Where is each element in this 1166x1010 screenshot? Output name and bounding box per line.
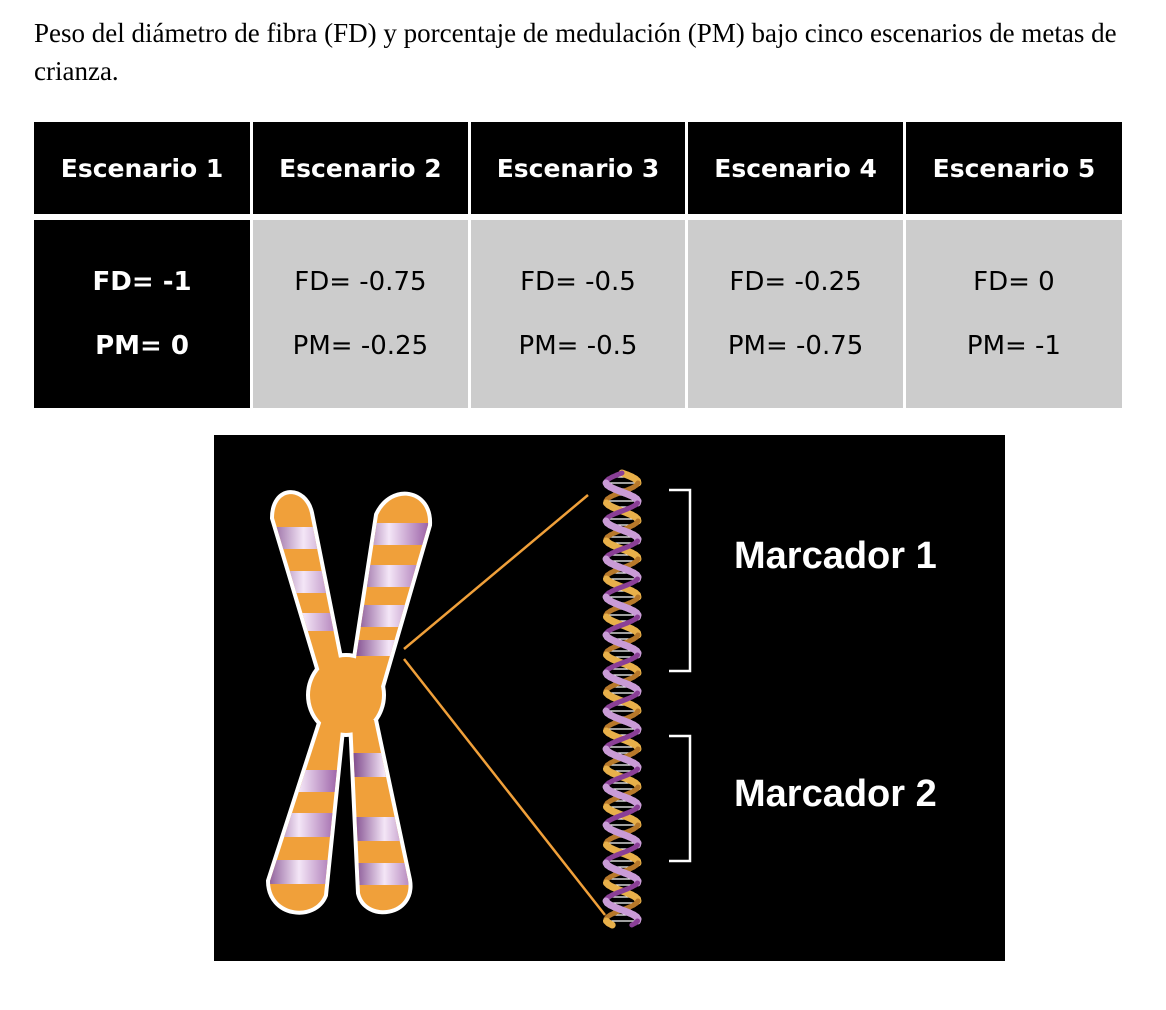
chromosome-icon (265, 490, 433, 915)
marker-2-label: Marcador 2 (734, 773, 937, 815)
marker-1-label: Marcador 1 (734, 535, 937, 577)
cell-scenario-4: FD= -0.25 PM= -0.75 (686, 217, 906, 408)
figure-caption: Peso del diámetro de fibra (FD) y porcen… (34, 18, 1117, 86)
dna-helix-icon (602, 469, 642, 929)
bracket-marker-2 (669, 734, 692, 863)
header-scenario-1: Escenario 1 (34, 122, 254, 220)
cell-scenario-2: FD= -0.75 PM= -0.25 (251, 217, 471, 408)
marker-figure: Marcador 1 Marcador 2 (214, 435, 1005, 961)
fd-value: FD= -0.75 (294, 267, 427, 297)
pm-value: PM= -0.25 (292, 331, 429, 361)
cell-scenario-1: FD= -1 PM= 0 (34, 217, 254, 408)
fd-value: FD= -1 (92, 267, 192, 297)
header-scenario-5: Escenario 5 (904, 122, 1122, 220)
cell-scenario-3: FD= -0.5 PM= -0.5 (469, 217, 689, 408)
bracket-marker-1 (669, 488, 692, 673)
chromosome-dna-illustration (265, 469, 692, 929)
dna-strand-purple (629, 920, 638, 928)
pm-value: PM= -1 (966, 331, 1061, 361)
fd-value: FD= 0 (973, 267, 1055, 297)
table-row: FD= -1 PM= 0 FD= -0.75 PM= -0.25 FD= -0.… (34, 217, 1122, 408)
scenario-table: Escenario 1 Escenario 2 Escenario 3 Esce… (34, 122, 1122, 408)
pm-value: PM= 0 (95, 331, 189, 361)
dna-strand-orange (605, 919, 616, 929)
header-scenario-2: Escenario 2 (251, 122, 471, 220)
header-scenario-4: Escenario 4 (686, 122, 906, 220)
cell-scenario-5: FD= 0 PM= -1 (904, 217, 1122, 408)
pm-value: PM= -0.75 (727, 331, 864, 361)
pm-value: PM= -0.5 (518, 331, 638, 361)
zoom-line-top (403, 494, 589, 650)
zoom-line-bottom (403, 658, 606, 916)
table-header-row: Escenario 1 Escenario 2 Escenario 3 Esce… (34, 122, 1122, 220)
fd-value: FD= -0.25 (729, 267, 862, 297)
header-scenario-3: Escenario 3 (469, 122, 689, 220)
fd-value: FD= -0.5 (520, 267, 636, 297)
